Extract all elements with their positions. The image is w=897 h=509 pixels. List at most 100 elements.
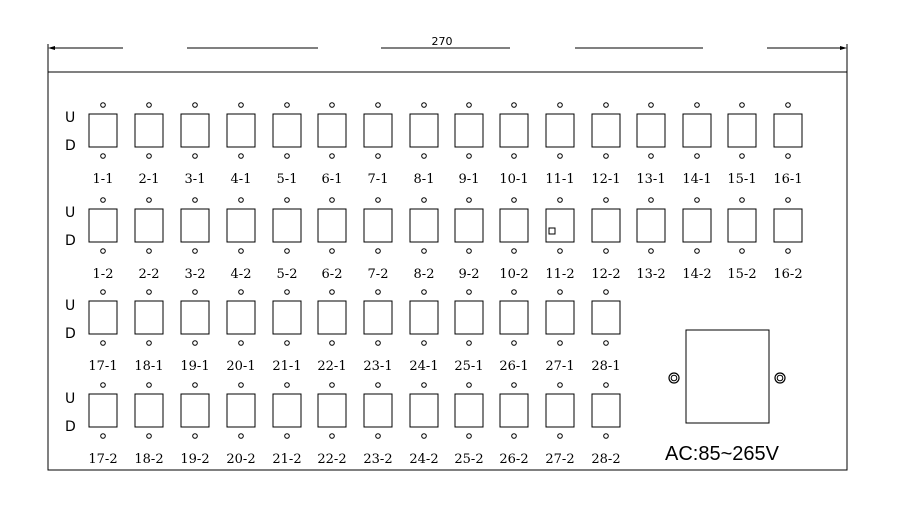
port-connector xyxy=(409,300,439,335)
port-top-hole-icon xyxy=(329,197,335,203)
port-15-1: 15-1 xyxy=(727,102,757,187)
port-top-hole-icon xyxy=(192,382,198,388)
port-label: 24-1 xyxy=(409,359,438,374)
port-20-1: 20-1 xyxy=(226,289,256,374)
port-bottom-hole-icon xyxy=(511,153,517,159)
port-bottom-hole-icon xyxy=(192,433,198,439)
port-label: 12-2 xyxy=(591,267,620,282)
port-connector xyxy=(499,393,529,428)
port-connector xyxy=(591,113,621,148)
port-1-1: 1-1 xyxy=(88,102,118,187)
port-bottom-hole-icon xyxy=(421,248,427,254)
port-bottom-hole-icon xyxy=(648,248,654,254)
port-label: 3-1 xyxy=(185,172,206,187)
port-connector xyxy=(134,113,164,148)
port-connector xyxy=(363,300,393,335)
row-2-down-marker: D xyxy=(65,233,76,249)
port-bottom-hole-icon xyxy=(694,153,700,159)
port-bottom-hole-icon xyxy=(284,248,290,254)
row-markers: U D U D U D U D xyxy=(65,110,76,435)
row-3-up-marker: U xyxy=(65,298,75,314)
port-bottom-hole-icon xyxy=(100,153,106,159)
port-bottom-hole-icon xyxy=(511,433,517,439)
port-label: 27-2 xyxy=(545,452,574,467)
port-label: 22-1 xyxy=(317,359,346,374)
port-label: 19-1 xyxy=(180,359,209,374)
port-top-hole-icon xyxy=(100,289,106,295)
port-3-2: 3-2 xyxy=(180,197,210,282)
port-label: 14-2 xyxy=(682,267,711,282)
port-bottom-hole-icon xyxy=(557,340,563,346)
port-connector xyxy=(545,208,575,243)
port-bottom-hole-icon xyxy=(192,153,198,159)
port-top-hole-icon xyxy=(557,197,563,203)
port-bottom-hole-icon xyxy=(421,433,427,439)
port-14-1: 14-1 xyxy=(682,102,712,187)
port-4-2: 4-2 xyxy=(226,197,256,282)
port-top-hole-icon xyxy=(603,197,609,203)
port-28-1: 28-1 xyxy=(591,289,621,374)
port-bottom-hole-icon xyxy=(603,433,609,439)
port-connector xyxy=(499,300,529,335)
port-label: 17-1 xyxy=(88,359,117,374)
port-top-hole-icon xyxy=(284,197,290,203)
port-bottom-hole-icon xyxy=(375,153,381,159)
port-bottom-hole-icon xyxy=(511,248,517,254)
port-bottom-hole-icon xyxy=(375,340,381,346)
port-bottom-hole-icon xyxy=(694,248,700,254)
port-bottom-hole-icon xyxy=(739,248,745,254)
port-22-2: 22-2 xyxy=(317,382,347,467)
port-top-hole-icon xyxy=(421,382,427,388)
port-connector xyxy=(226,208,256,243)
port-label: 9-1 xyxy=(459,172,480,187)
port-connector xyxy=(363,393,393,428)
port-connector xyxy=(409,208,439,243)
port-bottom-hole-icon xyxy=(192,340,198,346)
port-label: 15-2 xyxy=(727,267,756,282)
port-bottom-hole-icon xyxy=(238,433,244,439)
port-connector xyxy=(88,113,118,148)
port-label: 19-2 xyxy=(180,452,209,467)
port-top-hole-icon xyxy=(694,102,700,108)
port-26-1: 26-1 xyxy=(499,289,529,374)
port-5-2: 5-2 xyxy=(272,197,302,282)
dimension-line xyxy=(47,44,848,72)
port-bottom-hole-icon xyxy=(375,433,381,439)
port-bottom-hole-icon xyxy=(511,340,517,346)
port-connector xyxy=(545,300,575,335)
port-connector xyxy=(272,113,302,148)
port-bottom-hole-icon xyxy=(603,340,609,346)
port-label: 20-1 xyxy=(226,359,255,374)
port-connector xyxy=(272,300,302,335)
port-16-2: 16-2 xyxy=(773,197,803,282)
port-25-2: 25-2 xyxy=(454,382,484,467)
port-top-hole-icon xyxy=(557,102,563,108)
port-connector xyxy=(409,113,439,148)
port-top-hole-icon xyxy=(284,289,290,295)
port-top-hole-icon xyxy=(603,289,609,295)
port-top-hole-icon xyxy=(557,289,563,295)
row-4-up-marker: U xyxy=(65,391,75,407)
port-top-hole-icon xyxy=(375,382,381,388)
port-23-2: 23-2 xyxy=(363,382,393,467)
port-17-2: 17-2 xyxy=(88,382,118,467)
port-bottom-hole-icon xyxy=(329,248,335,254)
port-connector xyxy=(134,393,164,428)
dimension-value: 270 xyxy=(432,35,453,48)
port-connector xyxy=(134,208,164,243)
port-7-2: 7-2 xyxy=(363,197,393,282)
port-label: 26-1 xyxy=(499,359,528,374)
port-top-hole-icon xyxy=(739,197,745,203)
port-19-1: 19-1 xyxy=(180,289,210,374)
port-connector xyxy=(454,393,484,428)
port-24-1: 24-1 xyxy=(409,289,439,374)
port-bottom-hole-icon xyxy=(329,433,335,439)
port-connector xyxy=(226,300,256,335)
port-8-1: 8-1 xyxy=(409,102,439,187)
port-bottom-hole-icon xyxy=(375,248,381,254)
port-bottom-hole-icon xyxy=(329,340,335,346)
port-bottom-hole-icon xyxy=(557,248,563,254)
port-top-hole-icon xyxy=(146,382,152,388)
port-connector xyxy=(88,208,118,243)
